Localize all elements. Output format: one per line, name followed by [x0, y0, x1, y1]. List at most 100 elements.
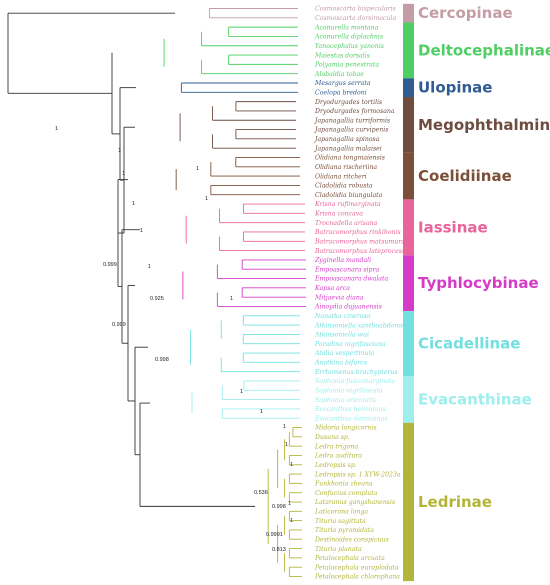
support-value: 1 [288, 501, 291, 507]
taxon-label: Funkhonia zheana [314, 481, 373, 488]
taxon-label: Polyamia penestrata [314, 62, 379, 69]
taxon-label: Batracomorphus rinkihonis [314, 229, 401, 236]
taxon-label: Anatkina bifurca [314, 360, 368, 367]
clade-label: Coelidiinae [418, 167, 512, 185]
clade-label: Ledrinae [418, 493, 492, 511]
support-value: 1 [148, 264, 151, 270]
taxon-label: Cosmoscarta bispecularis [315, 6, 396, 13]
tree-branches [7, 8, 306, 577]
taxon-label: Ledropsis sp. [314, 462, 357, 469]
taxon-label: Evacanthus danmainus [314, 415, 388, 422]
taxon-label: Paradina nigrifasciana [314, 341, 386, 348]
taxon-label: Japanagallia curvipenis [313, 127, 388, 134]
taxon-label: Olidiana tongmaiensis [315, 155, 385, 162]
support-value: 1 [55, 126, 58, 132]
support-value: 0.925 [150, 296, 164, 302]
taxon-label: Tituria sagittata [315, 518, 366, 525]
support-value: 1 [122, 171, 125, 177]
clade-bar [403, 255, 414, 312]
taxon-label: Evacanthus heimianus [314, 406, 386, 413]
taxon-label: Kapsa arca [314, 285, 350, 292]
support-values: 1 0.999 0.999 0.925 0.998 0.536 0.998 0.9991 0.8… [55, 126, 293, 553]
clade-label: Cicadellinae [418, 335, 520, 353]
taxon-label: Tituria planata [315, 546, 362, 553]
clade-bar [403, 422, 414, 582]
clade-bar [403, 376, 414, 423]
clade-bar [403, 3, 414, 23]
taxon-label: Zyginella mandali [314, 257, 371, 264]
taxon-label: Japanagallia malaisei [313, 145, 382, 152]
taxon-label: Sophonia orientalis [315, 397, 376, 404]
support-value: 1 [230, 296, 233, 302]
taxon-label: Ledropsis sp. 1 XYW-2023a [314, 471, 401, 478]
support-value: 0.998 [155, 357, 169, 363]
clade-label: Iassinae [418, 218, 488, 236]
clade-label: Evacanthinae [418, 391, 532, 409]
taxon-label: Destinoides conspicuus [314, 536, 389, 543]
support-value: 0.999 [112, 322, 126, 328]
clade-label: Deltocephalinae [418, 41, 550, 59]
support-value: 1 [260, 409, 263, 415]
taxon-label: Errhomenus brachypterus [314, 369, 398, 376]
taxon-label: Olidiana rischeriina [315, 164, 377, 171]
support-value: 0.9991 [266, 532, 283, 538]
clade-bars: CercopinaeDeltocephalinaeUlopinaeMegopht… [403, 3, 550, 582]
taxon-label: Japanagallia spinosa [313, 136, 380, 143]
support-value: 1 [118, 148, 121, 154]
clade-bar [403, 78, 414, 97]
taxon-label: Krisna rufimarginata [314, 201, 381, 208]
clade-label: Typhlocybinae [418, 274, 539, 292]
taxon-label: Atkinsoniella wui [314, 332, 369, 339]
taxon-label: Yanocephalus yanonis [315, 43, 384, 50]
taxon-label: Ainoydia dujuanensis [314, 304, 382, 311]
taxon-label: Japanagallia turriformis [313, 117, 390, 124]
clade-label: Ulopinae [418, 79, 492, 97]
clade-label: Cercopinae [418, 4, 513, 22]
taxon-label: Laticorona longa [314, 509, 368, 516]
taxon-label: Lataranus gangshanensis [314, 499, 395, 506]
taxon-label: Aconurella montana [314, 24, 379, 31]
clade-bar [403, 311, 414, 377]
clade-bar [403, 199, 414, 256]
taxon-label: Alobaldia tobae [314, 71, 364, 78]
support-value: 1 [205, 196, 208, 202]
taxon-label: Cosmoscarta dorsimacula [315, 15, 396, 22]
support-value: 1 [285, 442, 288, 448]
taxon-label: Batracomorphus matsumurai [314, 238, 407, 245]
support-value: 0.813 [272, 547, 286, 553]
support-value: 0.999 [103, 262, 117, 268]
taxon-label: Krisna concava [314, 211, 363, 218]
taxon-label: Sophonia fuscomarginata [315, 378, 396, 385]
taxon-label: Empoascanara sipra [314, 266, 379, 273]
support-value: 0.536 [254, 490, 268, 496]
support-value: 1 [240, 389, 243, 395]
taxon-label: Mesargus serrata [314, 80, 371, 87]
taxon-label: Midoria longicornis [314, 425, 377, 432]
taxon-label: Petalocephala euraplodata [314, 564, 399, 571]
taxon-label: Nanatka cinerosa [314, 313, 371, 320]
taxon-label: Aconurella diplachnis [314, 34, 383, 41]
support-value: 0.998 [272, 504, 286, 510]
clade-bar [403, 152, 414, 200]
taxon-label: Coelopa bredoni [315, 90, 367, 97]
support-value: 1 [290, 462, 293, 468]
support-value: 1 [132, 201, 135, 207]
taxon-label: Batracomorphus lateprocessus [314, 248, 412, 255]
taxon-label: Petalocephala arcuata [314, 555, 385, 562]
taxon-label: Ledra trigona [314, 443, 358, 450]
clade-bar [403, 96, 414, 153]
support-value: 1 [196, 166, 199, 172]
support-value: 1 [290, 518, 293, 524]
taxon-label: Mitjaevia diana [314, 294, 364, 301]
taxon-label: Cladolidia robusta [315, 183, 373, 190]
taxon-label: Maiestas dorsalis [314, 52, 370, 59]
taxon-label: Empoascanara dwalata [314, 276, 388, 283]
taxon-label: Sophonia nigrilineata [315, 387, 383, 394]
taxon-label: Petalocephala chlorophana [314, 574, 400, 581]
taxon-label: Olidiana ritcheri [315, 173, 367, 180]
taxon-label: Tituria pyramidata [315, 527, 374, 534]
clade-label: Megophthalminae [418, 116, 550, 134]
taxon-label: Trocnadella arisana [315, 220, 378, 227]
